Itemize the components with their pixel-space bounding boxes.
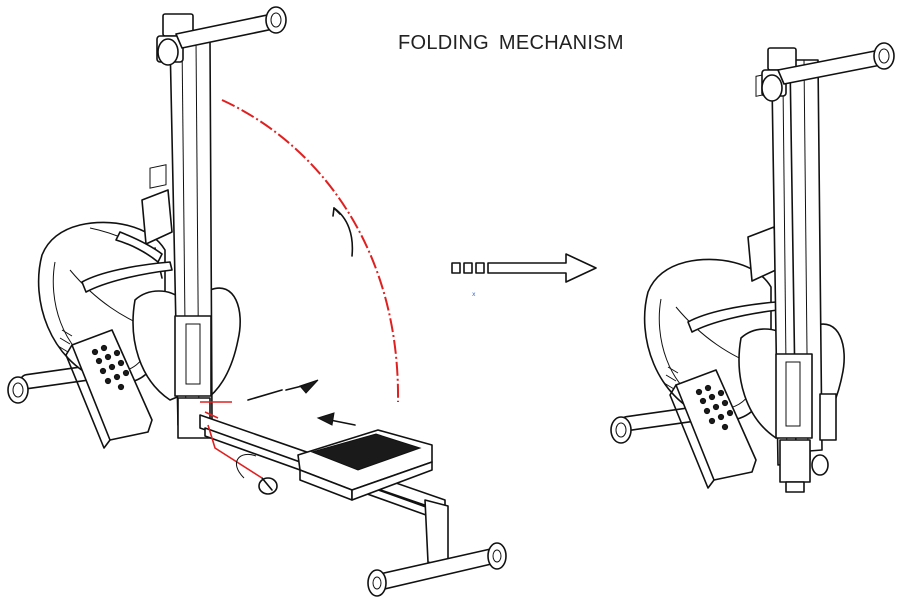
right-arrow-icon: x <box>451 253 597 298</box>
handle-bar <box>81 231 173 293</box>
pin-out-arrow-icon <box>247 379 319 401</box>
foot-plate <box>65 329 153 449</box>
pin-callout <box>200 401 263 479</box>
upright-rail <box>169 39 213 439</box>
rowing-machine-folded-icon <box>610 42 895 493</box>
curved-arrow-icon <box>332 207 354 257</box>
folded-foot-plate <box>669 369 757 489</box>
rotate-hint-icon <box>236 454 257 479</box>
rail-top <box>156 6 287 66</box>
svg-text:x: x <box>472 291 476 298</box>
rowing-machine-unfolded-icon <box>7 6 507 597</box>
folding-motion-arc <box>221 99 400 403</box>
folded-rear-stabilizer <box>610 406 701 444</box>
pivot-knob <box>258 477 278 495</box>
seat-slide-arrow-icon <box>316 412 356 426</box>
diagram-title: FOLDING MECHANISM <box>398 32 624 54</box>
seat <box>297 429 433 501</box>
folded-rail-top <box>761 42 895 476</box>
folded-rail <box>771 59 823 493</box>
